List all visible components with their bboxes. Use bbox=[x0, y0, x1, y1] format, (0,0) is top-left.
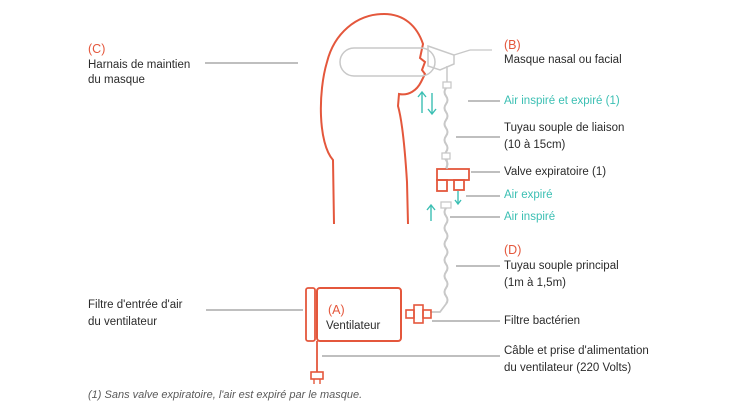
mask-icon bbox=[427, 44, 455, 71]
ventilator-tag: (A) bbox=[328, 303, 345, 317]
air-in-label: Air inspiré bbox=[504, 211, 556, 223]
bacterial-filter bbox=[405, 304, 432, 324]
mask-label: Masque nasal ou facial bbox=[504, 54, 622, 66]
harness-label-2: du masque bbox=[88, 74, 145, 86]
harness-strap bbox=[339, 47, 436, 77]
power-plug-icon bbox=[310, 371, 324, 380]
intake-filter-label-1: Filtre d'entrée d'air bbox=[88, 299, 183, 311]
main-tube-label-2: (1m à 1,5m) bbox=[504, 277, 566, 289]
ventilator-label: Ventilateur bbox=[326, 320, 381, 332]
ventilator-box bbox=[316, 287, 402, 342]
power-label-1: Câble et prise d'alimentation bbox=[504, 345, 649, 357]
power-label-2: du ventilateur (220 Volts) bbox=[504, 362, 632, 374]
intake-filter-label-2: du ventilateur bbox=[88, 316, 158, 328]
air-flow-arrows bbox=[417, 90, 462, 221]
main-tube bbox=[443, 207, 449, 305]
bact-filter-label: Filtre bactérien bbox=[504, 315, 581, 327]
main-tube-label-1: Tuyau souple principal bbox=[504, 260, 619, 272]
link-tube-label-2: (10 à 15cm) bbox=[504, 139, 566, 151]
link-tube-label-1: Tuyau souple de liaison bbox=[504, 122, 625, 134]
exp-valve-label: Valve expiratoire (1) bbox=[504, 166, 607, 178]
air-out-label: Air expiré bbox=[504, 189, 553, 201]
footnote: (1) Sans valve expiratoire, l'air est ex… bbox=[88, 389, 363, 401]
air-intake-filter bbox=[305, 287, 316, 342]
expiratory-valve bbox=[436, 168, 470, 192]
mask-tag: (B) bbox=[504, 38, 521, 52]
harness-tag: (C) bbox=[88, 42, 106, 56]
air-in-out-label: Air inspiré et expiré (1) bbox=[504, 95, 620, 107]
main-tube-tag: (D) bbox=[504, 243, 522, 257]
person-silhouette bbox=[319, 12, 427, 225]
harness-label-1: Harnais de maintien bbox=[88, 59, 191, 71]
